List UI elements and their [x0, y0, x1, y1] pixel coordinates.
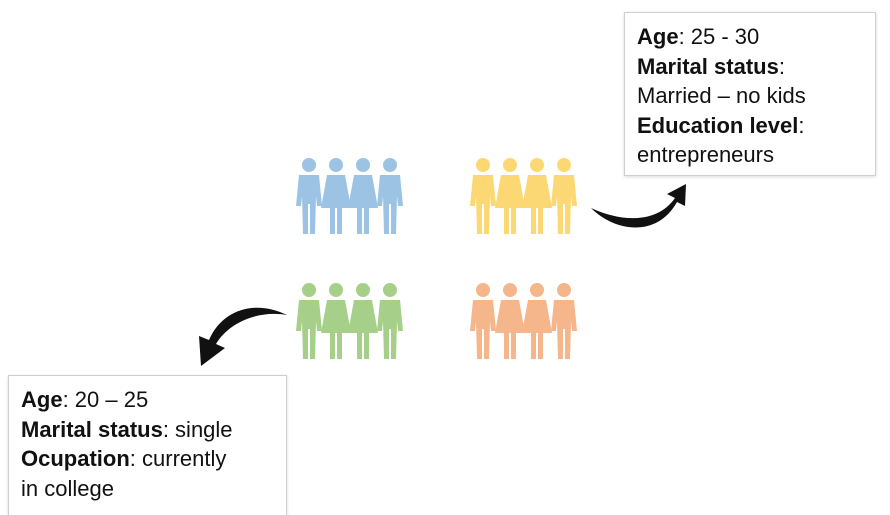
male-figure-icon — [296, 158, 322, 234]
persona-card-bottom: Age: 20 – 25 Marital status: single Ocup… — [8, 375, 287, 515]
female-figure-icon — [321, 283, 351, 359]
age-label: Age — [21, 387, 63, 412]
marital-label: Marital status — [21, 416, 163, 442]
occupation-label: Ocupation — [21, 446, 130, 471]
people-group-green-icon — [293, 281, 407, 361]
age-row: Age: 20 – 25 — [21, 385, 276, 415]
marital-value: Married – no kids — [637, 83, 806, 108]
age-row: Age: 25 - 30 — [637, 22, 865, 52]
marital-row: Marital status: single — [21, 415, 276, 445]
female-figure-icon — [522, 158, 552, 234]
curved-arrow-bottom-icon — [199, 307, 287, 366]
occupation-value-continued: in college — [21, 475, 114, 501]
occupation-row: Ocupation: currently — [21, 444, 276, 474]
age-value: : 25 - 30 — [678, 24, 760, 49]
occupation-value: : currently — [129, 446, 227, 471]
female-figure-icon — [348, 283, 378, 359]
marital-label: Marital status — [637, 53, 779, 79]
education-value: entrepreneurs — [637, 142, 774, 167]
male-figure-icon — [296, 283, 322, 359]
male-figure-icon — [551, 158, 577, 234]
age-value: : 20 – 25 — [62, 387, 149, 412]
marital-separator: : — [778, 53, 785, 79]
education-row: Education level: — [637, 111, 865, 141]
people-group-yellow-icon — [467, 156, 581, 236]
female-figure-icon — [321, 158, 351, 234]
education-label: Education level — [637, 112, 799, 138]
persona-card-top: Age: 25 - 30 Marital status: Married – n… — [624, 12, 876, 176]
education-separator: : — [798, 112, 805, 138]
male-figure-icon — [551, 283, 577, 359]
female-figure-icon — [348, 158, 378, 234]
people-group-orange-icon — [467, 281, 581, 361]
female-figure-icon — [522, 283, 552, 359]
male-figure-icon — [377, 283, 403, 359]
male-figure-icon — [470, 283, 496, 359]
curved-arrow-top-icon — [591, 184, 686, 228]
age-label: Age — [637, 24, 679, 49]
female-figure-icon — [495, 283, 525, 359]
male-figure-icon — [377, 158, 403, 234]
people-group-blue-icon — [293, 156, 407, 236]
marital-row: Marital status: — [637, 52, 865, 82]
female-figure-icon — [495, 158, 525, 234]
male-figure-icon — [470, 158, 496, 234]
marital-value: : single — [162, 416, 233, 442]
